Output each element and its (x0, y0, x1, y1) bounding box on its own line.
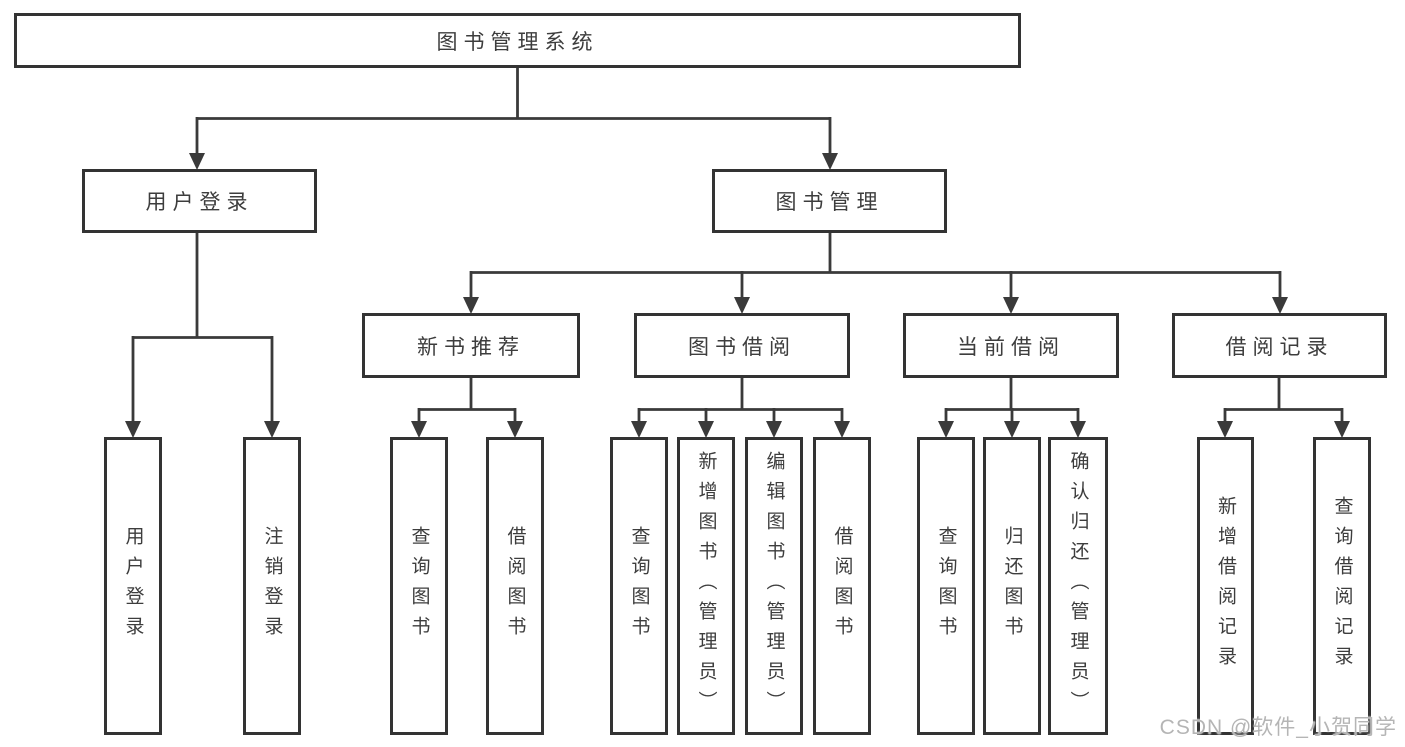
node-borrow-records: 借阅记录 (1172, 313, 1387, 378)
leaf-query-borrow-record: 查询借阅记录 (1313, 437, 1371, 735)
leaf-add-borrow-record: 新增借阅记录 (1197, 437, 1254, 735)
leaf-recommend-query-books: 查询图书 (390, 437, 448, 735)
leaf-user-login: 用户登录 (104, 437, 162, 735)
leaf-edit-books-admin: 编辑图书（管理员） (745, 437, 803, 735)
leaf-add-books-admin: 新增图书（管理员） (677, 437, 735, 735)
leaf-logout: 注销登录 (243, 437, 301, 735)
csdn-watermark: CSDN @软件_小贺同学 (1159, 716, 1397, 739)
leaf-return-books: 归还图书 (983, 437, 1041, 735)
leaf-current-query-books: 查询图书 (917, 437, 975, 735)
node-new-book-recommend: 新书推荐 (362, 313, 580, 378)
node-current-borrow: 当前借阅 (903, 313, 1119, 378)
node-book-management: 图书管理 (712, 169, 947, 233)
leaf-borrow-query-books: 查询图书 (610, 437, 668, 735)
node-user-login: 用户登录 (82, 169, 317, 233)
leaf-confirm-return-admin: 确认归还（管理员） (1048, 437, 1108, 735)
leaf-recommend-borrow-books: 借阅图书 (486, 437, 544, 735)
node-book-borrow: 图书借阅 (634, 313, 850, 378)
leaf-borrow-books: 借阅图书 (813, 437, 871, 735)
node-root: 图书管理系统 (14, 13, 1021, 68)
